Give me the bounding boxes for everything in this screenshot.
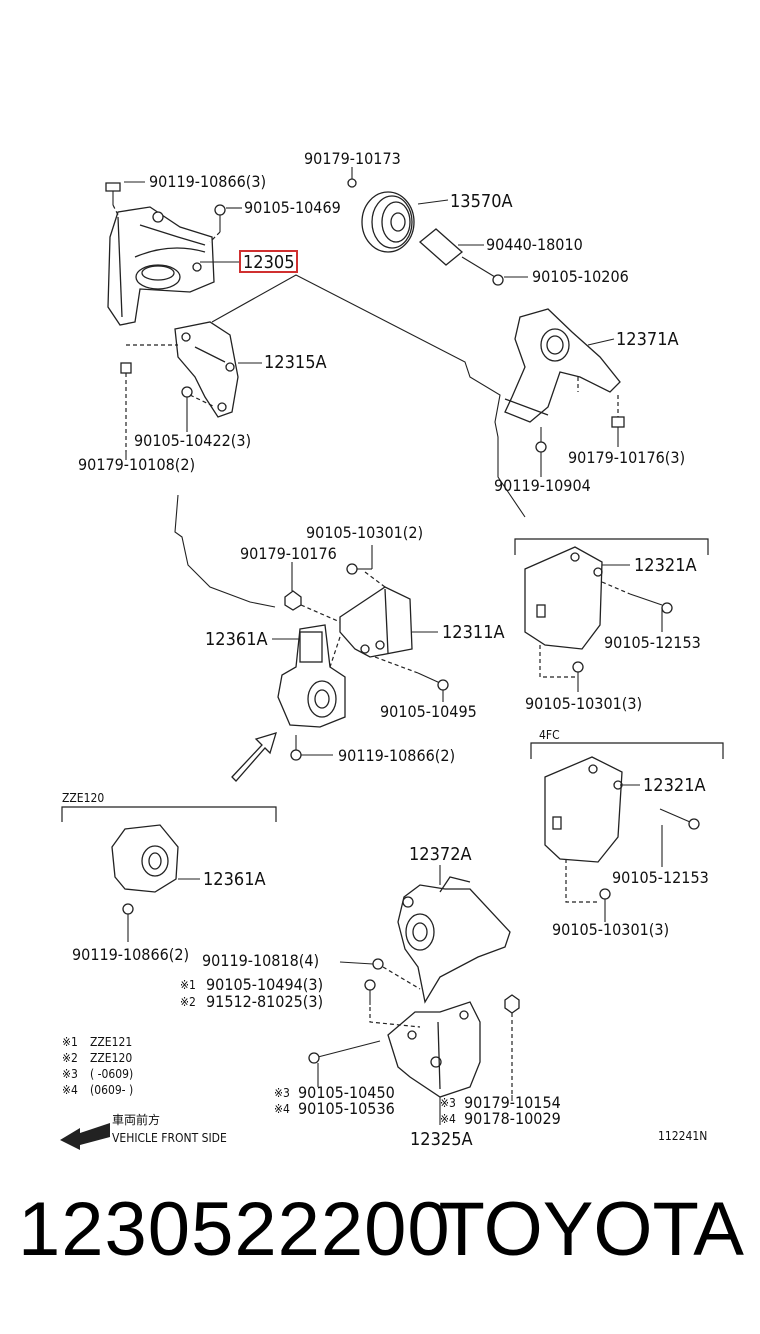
callout-12321a-top: 12321A <box>634 555 697 576</box>
callout-90105-10206: 90105-10206 <box>532 267 629 286</box>
footnote-mark-1: ※1 <box>180 978 196 992</box>
bracket-12325a-drawing <box>387 1001 481 1098</box>
bolt-90105-10495 <box>417 672 449 691</box>
callout-12361a-zze120: 12361A <box>203 869 266 890</box>
engine-mount-12361a-drawing <box>277 624 346 728</box>
legend-text-3: ( -0609) <box>90 1067 133 1081</box>
legend-mark-4: ※4 <box>62 1083 78 1097</box>
diagram-code: 112241N <box>658 1129 707 1143</box>
footnote-mark-3: ※3 <box>274 1086 290 1100</box>
assembly-leader-line-lower <box>174 494 276 608</box>
bolt-90119-10818 <box>372 958 384 970</box>
callout-90119-10866-2-mid: 90119-10866(2) <box>338 746 455 765</box>
nut-90179-10154 <box>504 994 520 1095</box>
callout-12321a-4fc: 12321A <box>643 775 706 796</box>
legend-text-4: (0609- ) <box>90 1083 133 1097</box>
bracket-12315a-drawing <box>174 321 239 418</box>
callout-90179-10154: 90179-10154 <box>464 1093 561 1112</box>
variant-label-4fc: 4FC <box>539 728 560 742</box>
callout-12361a-mid: 12361A <box>205 629 268 650</box>
callout-90119-10904: 90119-10904 <box>494 476 591 495</box>
highlight-box <box>239 250 298 273</box>
vehicle-front-label: VEHICLE FRONT SIDE <box>112 1131 227 1145</box>
bolt-90119-10904 <box>535 427 547 453</box>
bracket-12311a-drawing <box>339 586 413 658</box>
legend-mark-3: ※3 <box>62 1067 78 1081</box>
callout-90179-10108-2: 90179-10108(2) <box>78 455 195 474</box>
callout-90178-10029: 90178-10029 <box>464 1109 561 1128</box>
callout-90105-10495: 90105-10495 <box>380 702 477 721</box>
callout-90105-10301-3-top: 90105-10301(3) <box>525 694 642 713</box>
callout-90105-10301-2: 90105-10301(2) <box>306 523 423 542</box>
nut-90179-10108 <box>120 362 132 452</box>
callout-90105-12153-top: 90105-12153 <box>604 633 701 652</box>
part-number: 1230522200 <box>18 1187 451 1272</box>
footnote-mark-4: ※4 <box>274 1102 290 1116</box>
footnote-mark-2: ※2 <box>180 995 196 1009</box>
callout-90105-12153-4fc: 90105-12153 <box>612 868 709 887</box>
variant-box-12321a-4fc <box>530 742 724 903</box>
callout-90105-10469: 90105-10469 <box>244 198 341 217</box>
footnote-mark-4b: ※4 <box>440 1112 456 1126</box>
engine-mount-12371a-drawing <box>504 308 621 423</box>
callout-90179-10173: 90179-10173 <box>304 149 401 168</box>
callout-90105-10450: 90105-10450 <box>298 1083 395 1102</box>
vehicle-front-arrow-icon <box>60 1123 110 1150</box>
engine-mount-12372a-drawing <box>397 876 511 1004</box>
bolt-90105-10422 <box>181 386 193 415</box>
variant-label-zze120: ZZE120 <box>62 791 104 805</box>
pulley-13570a-drawing <box>347 178 415 253</box>
callout-90119-10818-4: 90119-10818(4) <box>202 951 319 970</box>
callout-90440-18010: 90440-18010 <box>486 235 583 254</box>
variant-box-12321a-top <box>514 538 709 678</box>
engine-mount-12305-drawing <box>107 206 215 326</box>
callout-91512-81025-3: 91512-81025(3) <box>206 992 323 1011</box>
callout-13570a: 13570A <box>450 191 513 212</box>
callout-12311a: 12311A <box>442 622 505 643</box>
brand-name: TOYOTA <box>438 1187 744 1272</box>
bolt-90105-10301-mid <box>346 563 372 575</box>
callout-90105-10494-3: 90105-10494(3) <box>206 975 323 994</box>
callout-90179-10176-3: 90179-10176(3) <box>568 448 685 467</box>
bolt-90119-10866-top <box>105 182 121 205</box>
bolt-90105-10469 <box>214 204 226 232</box>
legend-text-2: ZZE120 <box>90 1051 132 1065</box>
nut-90179-10176-mid <box>284 590 302 611</box>
callout-12325a: 12325A <box>410 1129 473 1150</box>
callout-90119-10866-3: 90119-10866(3) <box>149 172 266 191</box>
legend-mark-1: ※1 <box>62 1035 78 1049</box>
product-footer: 1230522200 TOYOTA <box>0 1185 760 1275</box>
vehicle-front-label-jp: 車両前方 <box>112 1112 160 1127</box>
callout-90105-10536: 90105-10536 <box>298 1099 395 1118</box>
callout-90105-10301-3-4fc: 90105-10301(3) <box>552 920 669 939</box>
bolt-90119-10866-mid <box>290 735 302 761</box>
bolt-90105-10450 <box>308 1040 381 1064</box>
legend-text-1: ZZE121 <box>90 1035 132 1049</box>
callout-12371a: 12371A <box>616 329 679 350</box>
callout-90179-10176: 90179-10176 <box>240 544 337 563</box>
callout-12372a: 12372A <box>409 844 472 865</box>
callout-12315a: 12315A <box>264 352 327 373</box>
direction-arrow-outline <box>231 732 277 782</box>
collar-90440-18010 <box>418 228 464 266</box>
bolt-90105-10494 <box>364 979 376 1005</box>
callout-90119-10866-2-zze120: 90119-10866(2) <box>72 945 189 964</box>
assembly-leader-line <box>211 274 526 518</box>
callout-90105-10422-3: 90105-10422(3) <box>134 431 251 450</box>
callout-12305-highlighted: 12305 <box>243 252 295 273</box>
legend-mark-2: ※2 <box>62 1051 78 1065</box>
footnote-mark-3b: ※3 <box>440 1096 456 1110</box>
variant-box-zze120 <box>61 806 277 929</box>
bolt-90105-10206 <box>461 256 504 286</box>
